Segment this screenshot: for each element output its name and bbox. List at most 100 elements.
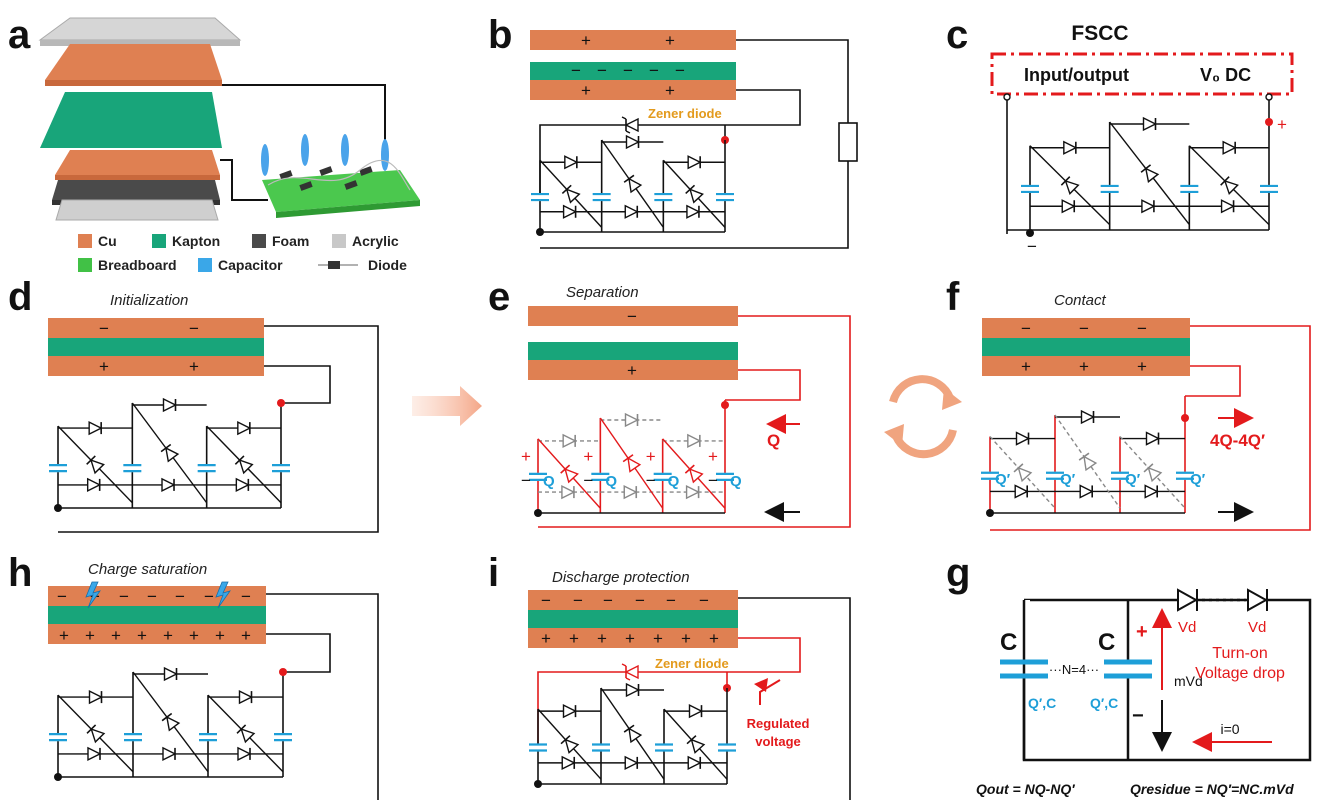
top-diode-icon: [564, 155, 579, 170]
cycle-arrows-icon: [884, 375, 962, 459]
panel-label-a: a: [8, 13, 31, 57]
bottom-diode-icon: [86, 477, 102, 493]
next-step-arrow: [412, 386, 482, 426]
diagonal-diode-icon: [560, 735, 580, 754]
bottom-diode-icon: [687, 755, 702, 771]
charge-sign: +: [625, 629, 635, 648]
legend-swatch-cu: [78, 234, 92, 248]
charge-sign: −: [99, 319, 109, 338]
diagonal-diode-icon: [161, 712, 181, 732]
top-cu-electrode: [48, 318, 264, 338]
panel-h-circuit: Charge saturation−−−−−−−++++++++: [48, 561, 379, 800]
charge-sign: +: [163, 626, 173, 645]
legend-label-diode: Diode: [368, 257, 407, 273]
charge-sign: −: [541, 591, 551, 610]
zener-label-b: Zener diode: [648, 106, 722, 121]
charge-sign: +: [581, 31, 591, 50]
charge-sign: −: [57, 587, 67, 606]
stage-capacitor: [1260, 184, 1278, 194]
diagonal-diode-icon: [1013, 463, 1033, 483]
bottom-diode-icon: [1014, 484, 1029, 499]
top-diode-icon: [688, 703, 704, 719]
charge-sign: −: [119, 587, 129, 606]
stage-capacitor: [529, 743, 547, 752]
regulated-label: Regulated: [747, 716, 810, 731]
top-diode-icon: [162, 397, 178, 413]
charge-sign: −: [571, 61, 581, 80]
cap-minus-sign: −: [583, 471, 593, 490]
stage-capacitor: [1046, 471, 1064, 480]
cap-q-label: Q: [543, 473, 555, 490]
bottom-diode-icon: [623, 484, 638, 500]
top-cu-electrode: [48, 586, 266, 606]
charge-sign: −: [147, 587, 157, 606]
zener-diode-icon: [621, 663, 639, 681]
top-diode-icon: [687, 433, 702, 449]
bottom-cu-electrode: [982, 356, 1190, 376]
charge-sign: −: [573, 591, 583, 610]
stage-capacitor: [716, 192, 734, 202]
cap-minus-sign: −: [521, 471, 531, 490]
stage-capacitor: [199, 732, 217, 742]
charge-sign: +: [541, 629, 551, 648]
charge-sign: −: [241, 587, 251, 606]
cap-plus-sign: +: [646, 447, 656, 466]
diagonal-diode-icon: [686, 735, 706, 754]
legend-label-foam: Foam: [272, 233, 309, 249]
panel-label-h: h: [8, 551, 32, 595]
stage-capacitor: [592, 743, 610, 752]
bottom-diode-icon: [161, 477, 176, 493]
top-cu-electrode: [528, 590, 738, 610]
cap-plus-sign: +: [583, 447, 593, 466]
stage-capacitor: [591, 472, 610, 481]
charge-sign: +: [59, 626, 69, 645]
cap-minus-sign: −: [708, 471, 718, 490]
title-i: Discharge protection: [552, 569, 690, 586]
q-flow-label: Q: [767, 431, 780, 450]
layer-stack-illustration: [38, 17, 420, 221]
charge-sign: −: [175, 587, 185, 606]
panel-b-circuit: ++−−−−−++: [530, 30, 801, 236]
n4-label: ···N=4···: [1049, 662, 1099, 677]
diagonal-diode-icon: [685, 184, 704, 204]
legend-label-cu: Cu: [98, 233, 117, 249]
stage-capacitor: [653, 472, 672, 481]
charge-sign: +: [111, 626, 121, 645]
i0-label: i=0: [1220, 721, 1239, 737]
charge-sign: −: [597, 61, 607, 80]
charge-sign: −: [189, 319, 199, 338]
charge-sign: −: [623, 61, 633, 80]
bottom-cu-electrode: [48, 624, 266, 644]
legend-diode-icon: [328, 261, 340, 269]
charge-sign: +: [1021, 357, 1031, 376]
vdc-label: V₀ DC: [1200, 65, 1251, 85]
plus-sign-g: +: [1136, 621, 1148, 643]
panel-i-circuit: Discharge protection−−−−−−+++++++: [528, 569, 851, 800]
panel-label-d: d: [8, 275, 32, 319]
title-h: Charge saturation: [88, 561, 207, 578]
plus-sign: +: [1277, 115, 1287, 134]
zener-label-i: Zener diode: [655, 656, 729, 671]
title-e: Separation: [566, 284, 639, 301]
charge-sign: +: [215, 626, 225, 645]
bottom-cu-electrode: [528, 628, 738, 648]
charge-sign: +: [665, 31, 675, 50]
legend-swatch-breadboard: [78, 258, 92, 272]
legend-label-acrylic: Acrylic: [352, 233, 399, 249]
cap-q-label-2: Q′,C: [1090, 695, 1118, 711]
cap-q-label: Q: [605, 473, 617, 490]
panel-label-b: b: [488, 13, 512, 57]
mvd-label: mVd: [1174, 673, 1203, 689]
legend-label-capacitor: Capacitor: [218, 257, 283, 273]
charge-sign: −: [204, 587, 214, 606]
charge-sign: +: [653, 629, 663, 648]
bottom-diode-icon: [162, 746, 177, 762]
legend-swatch-foam: [252, 234, 266, 248]
bottom-diode-icon: [235, 477, 250, 493]
charge-sign: +: [569, 629, 579, 648]
top-diode-icon: [1142, 116, 1158, 132]
charge-sign: +: [581, 81, 591, 100]
kapton-layer: [528, 342, 738, 360]
load-resistor: [838, 122, 858, 162]
panel-c-circuit: +−: [1006, 100, 1287, 256]
